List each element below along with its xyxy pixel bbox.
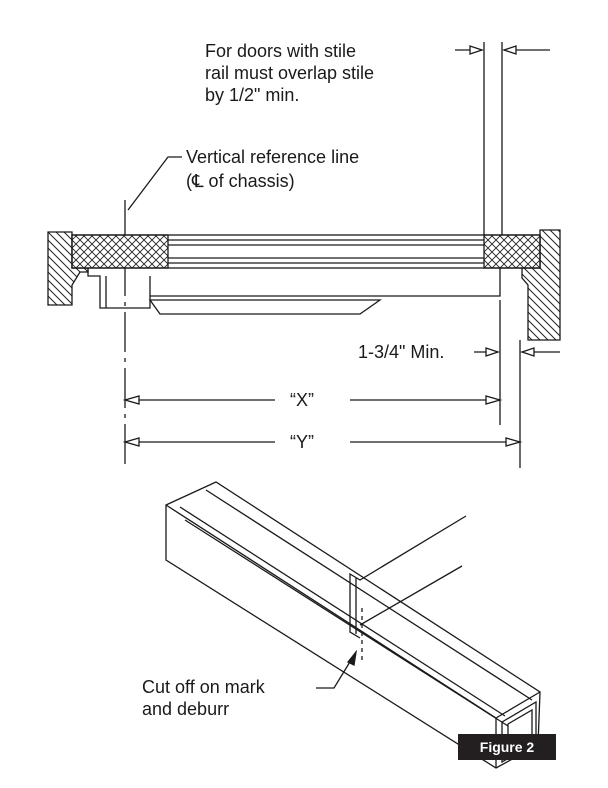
reference-leader [127,156,182,211]
cut-leader [316,651,357,689]
chassis [87,268,501,309]
tapered-plate [148,299,383,315]
rail-extrusion [165,481,541,769]
reference-line-label2: (℄ of chassis) [186,171,295,191]
reference-line-label1: Vertical reference line [186,147,360,167]
dimension-y-label: “Y” [290,432,314,452]
stile-note-line1: For doors with stile [205,41,357,61]
left-crosshatch-block [71,234,169,269]
cut-off-label1: Cut off on mark [142,677,265,697]
marking-gauge [349,515,467,660]
stile-note-line2: rail must overlap stile [205,63,375,83]
arrow-right [469,45,485,55]
min-clearance-label: 1-3/4" Min. [358,342,445,362]
arrow-left [501,45,517,55]
figure-badge: Figure 2 [458,734,556,760]
stile-note-line3: by 1/2" min. [205,85,300,105]
right-crosshatch-block [483,234,541,269]
dimension-x-label: “X” [290,390,314,410]
cut-off-label2: and deburr [142,699,230,719]
